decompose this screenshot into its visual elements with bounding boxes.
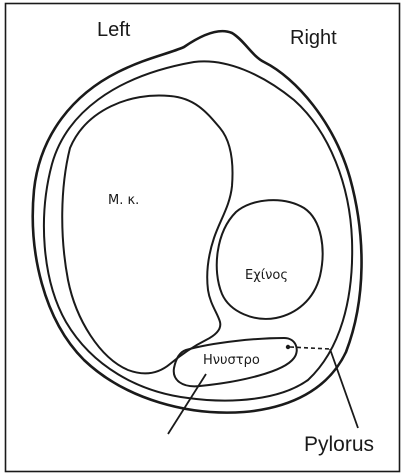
pylorus-pointer-line bbox=[330, 349, 358, 428]
reticulum-label: Εχίνος bbox=[245, 269, 288, 282]
reticulum-compartment bbox=[217, 200, 323, 319]
pylorus-dot bbox=[286, 345, 290, 349]
abomasum-label: Ηνυστρο bbox=[203, 354, 260, 367]
rumen-compartment bbox=[62, 95, 232, 373]
abomasum-pointer-line bbox=[168, 374, 206, 434]
pylorus-label: Pylorus bbox=[304, 434, 374, 455]
right-side-label: Right bbox=[290, 28, 337, 48]
outer-body-contour bbox=[33, 31, 362, 413]
diagram-border bbox=[6, 4, 400, 472]
left-side-label: Left bbox=[97, 20, 130, 40]
inner-body-contour bbox=[44, 61, 352, 400]
rumen-label: Μ. κ. bbox=[108, 194, 139, 207]
